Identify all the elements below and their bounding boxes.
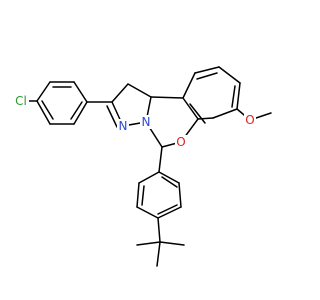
- ring-oxygen-atom: O: [175, 135, 187, 149]
- bond: [197, 117, 214, 120]
- atom-label-layer: Cl N N O O: [13, 94, 256, 149]
- bond: [150, 96, 184, 99]
- bond: [161, 176, 178, 188]
- bond: [157, 206, 182, 219]
- bond: [141, 185, 145, 206]
- ring-oxygen-label: O: [176, 135, 185, 149]
- bond: [73, 101, 88, 125]
- bond: [41, 100, 54, 120]
- bond: [182, 72, 196, 99]
- bond: [158, 171, 180, 184]
- nitrogen-imine-label: N: [119, 119, 128, 133]
- nitrogen-bridge-label: N: [142, 115, 151, 129]
- bond: [196, 72, 218, 80]
- bond: [70, 101, 83, 120]
- chlorine-atom: Cl: [13, 94, 29, 108]
- bond-layer: [27, 66, 272, 267]
- bond: [106, 105, 118, 128]
- methoxy-oxygen-atom: O: [244, 113, 256, 127]
- bond: [136, 241, 161, 246]
- nitrogen-bridge-atom: N: [140, 115, 152, 129]
- bond: [218, 66, 241, 84]
- bond: [194, 66, 220, 74]
- bond: [73, 81, 88, 103]
- bond: [236, 82, 241, 110]
- bond: [178, 182, 182, 208]
- bond: [231, 85, 236, 108]
- molecule-structure-diagram: Cl N N O O: [13, 66, 272, 267]
- bond: [189, 103, 206, 124]
- chlorine-label: Cl: [15, 94, 27, 108]
- bond: [212, 108, 238, 119]
- bond: [136, 206, 159, 219]
- bond: [158, 146, 163, 173]
- bond: [159, 241, 185, 246]
- bond: [138, 171, 160, 184]
- methoxy-oxygen-label: O: [245, 113, 254, 127]
- bond: [36, 100, 51, 125]
- bond: [156, 241, 161, 267]
- bond: [111, 83, 129, 103]
- bond: [127, 83, 152, 98]
- bond: [157, 217, 161, 243]
- bond: [136, 182, 140, 208]
- nitrogen-imine-atom: N: [117, 119, 129, 133]
- bond: [36, 81, 51, 102]
- bond: [157, 204, 178, 215]
- bond: [182, 97, 199, 120]
